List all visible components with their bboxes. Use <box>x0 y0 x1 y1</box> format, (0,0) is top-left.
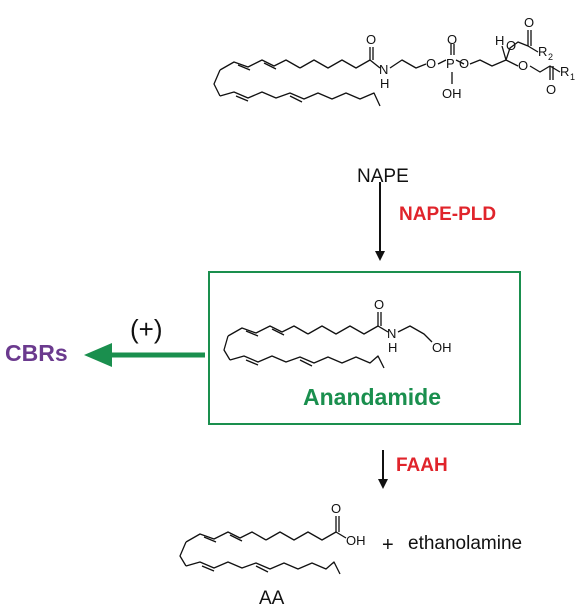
nape-structure <box>213 30 561 107</box>
subscript: 1 <box>570 72 575 82</box>
atom-r: R <box>560 64 569 79</box>
nape-label: NAPE <box>357 166 409 187</box>
atom-o: O <box>546 82 556 97</box>
anandamide-label: Anandamide <box>303 384 442 410</box>
aa-structure <box>179 516 347 575</box>
anandamide-atoms: O N H OH <box>374 297 452 355</box>
cbr-arrowhead <box>84 343 112 367</box>
atom-o: O <box>518 58 528 73</box>
atom-o: O <box>374 297 384 312</box>
activation-sign: (+) <box>130 314 163 344</box>
atom-p: P <box>446 56 455 71</box>
atom-o: O <box>366 32 376 47</box>
anandamide-box <box>208 271 521 425</box>
atom-r: R <box>538 44 547 59</box>
subscript: 2 <box>548 52 553 62</box>
atom-oh: OH <box>442 86 462 101</box>
atom-n: N <box>379 62 388 77</box>
cbrs-label: CBRs <box>5 340 68 366</box>
atom-o: O <box>459 56 469 71</box>
atom-h: H <box>495 33 504 48</box>
nape-atoms: O N H O O P OH O H O O R 2 O R 1 O <box>366 15 575 101</box>
faah-enzyme-label: FAAH <box>396 455 448 476</box>
atom-o: O <box>524 15 534 30</box>
aa-atoms: O OH <box>331 501 366 548</box>
atom-o: O <box>426 56 436 71</box>
nape-pld-enzyme-label: NAPE-PLD <box>399 204 497 225</box>
plus-sign: + <box>382 534 394 556</box>
atom-o: O <box>506 38 516 53</box>
atom-h: H <box>388 340 397 355</box>
aa-label: AA <box>259 588 285 609</box>
anandamide-structure <box>223 312 433 369</box>
ethanolamine-label: ethanolamine <box>408 533 523 554</box>
atom-h: H <box>380 76 389 91</box>
atom-o: O <box>447 32 457 47</box>
atom-oh: OH <box>432 340 452 355</box>
atom-n: N <box>387 326 396 341</box>
atom-o: O <box>331 501 341 516</box>
atom-oh: OH <box>346 533 366 548</box>
